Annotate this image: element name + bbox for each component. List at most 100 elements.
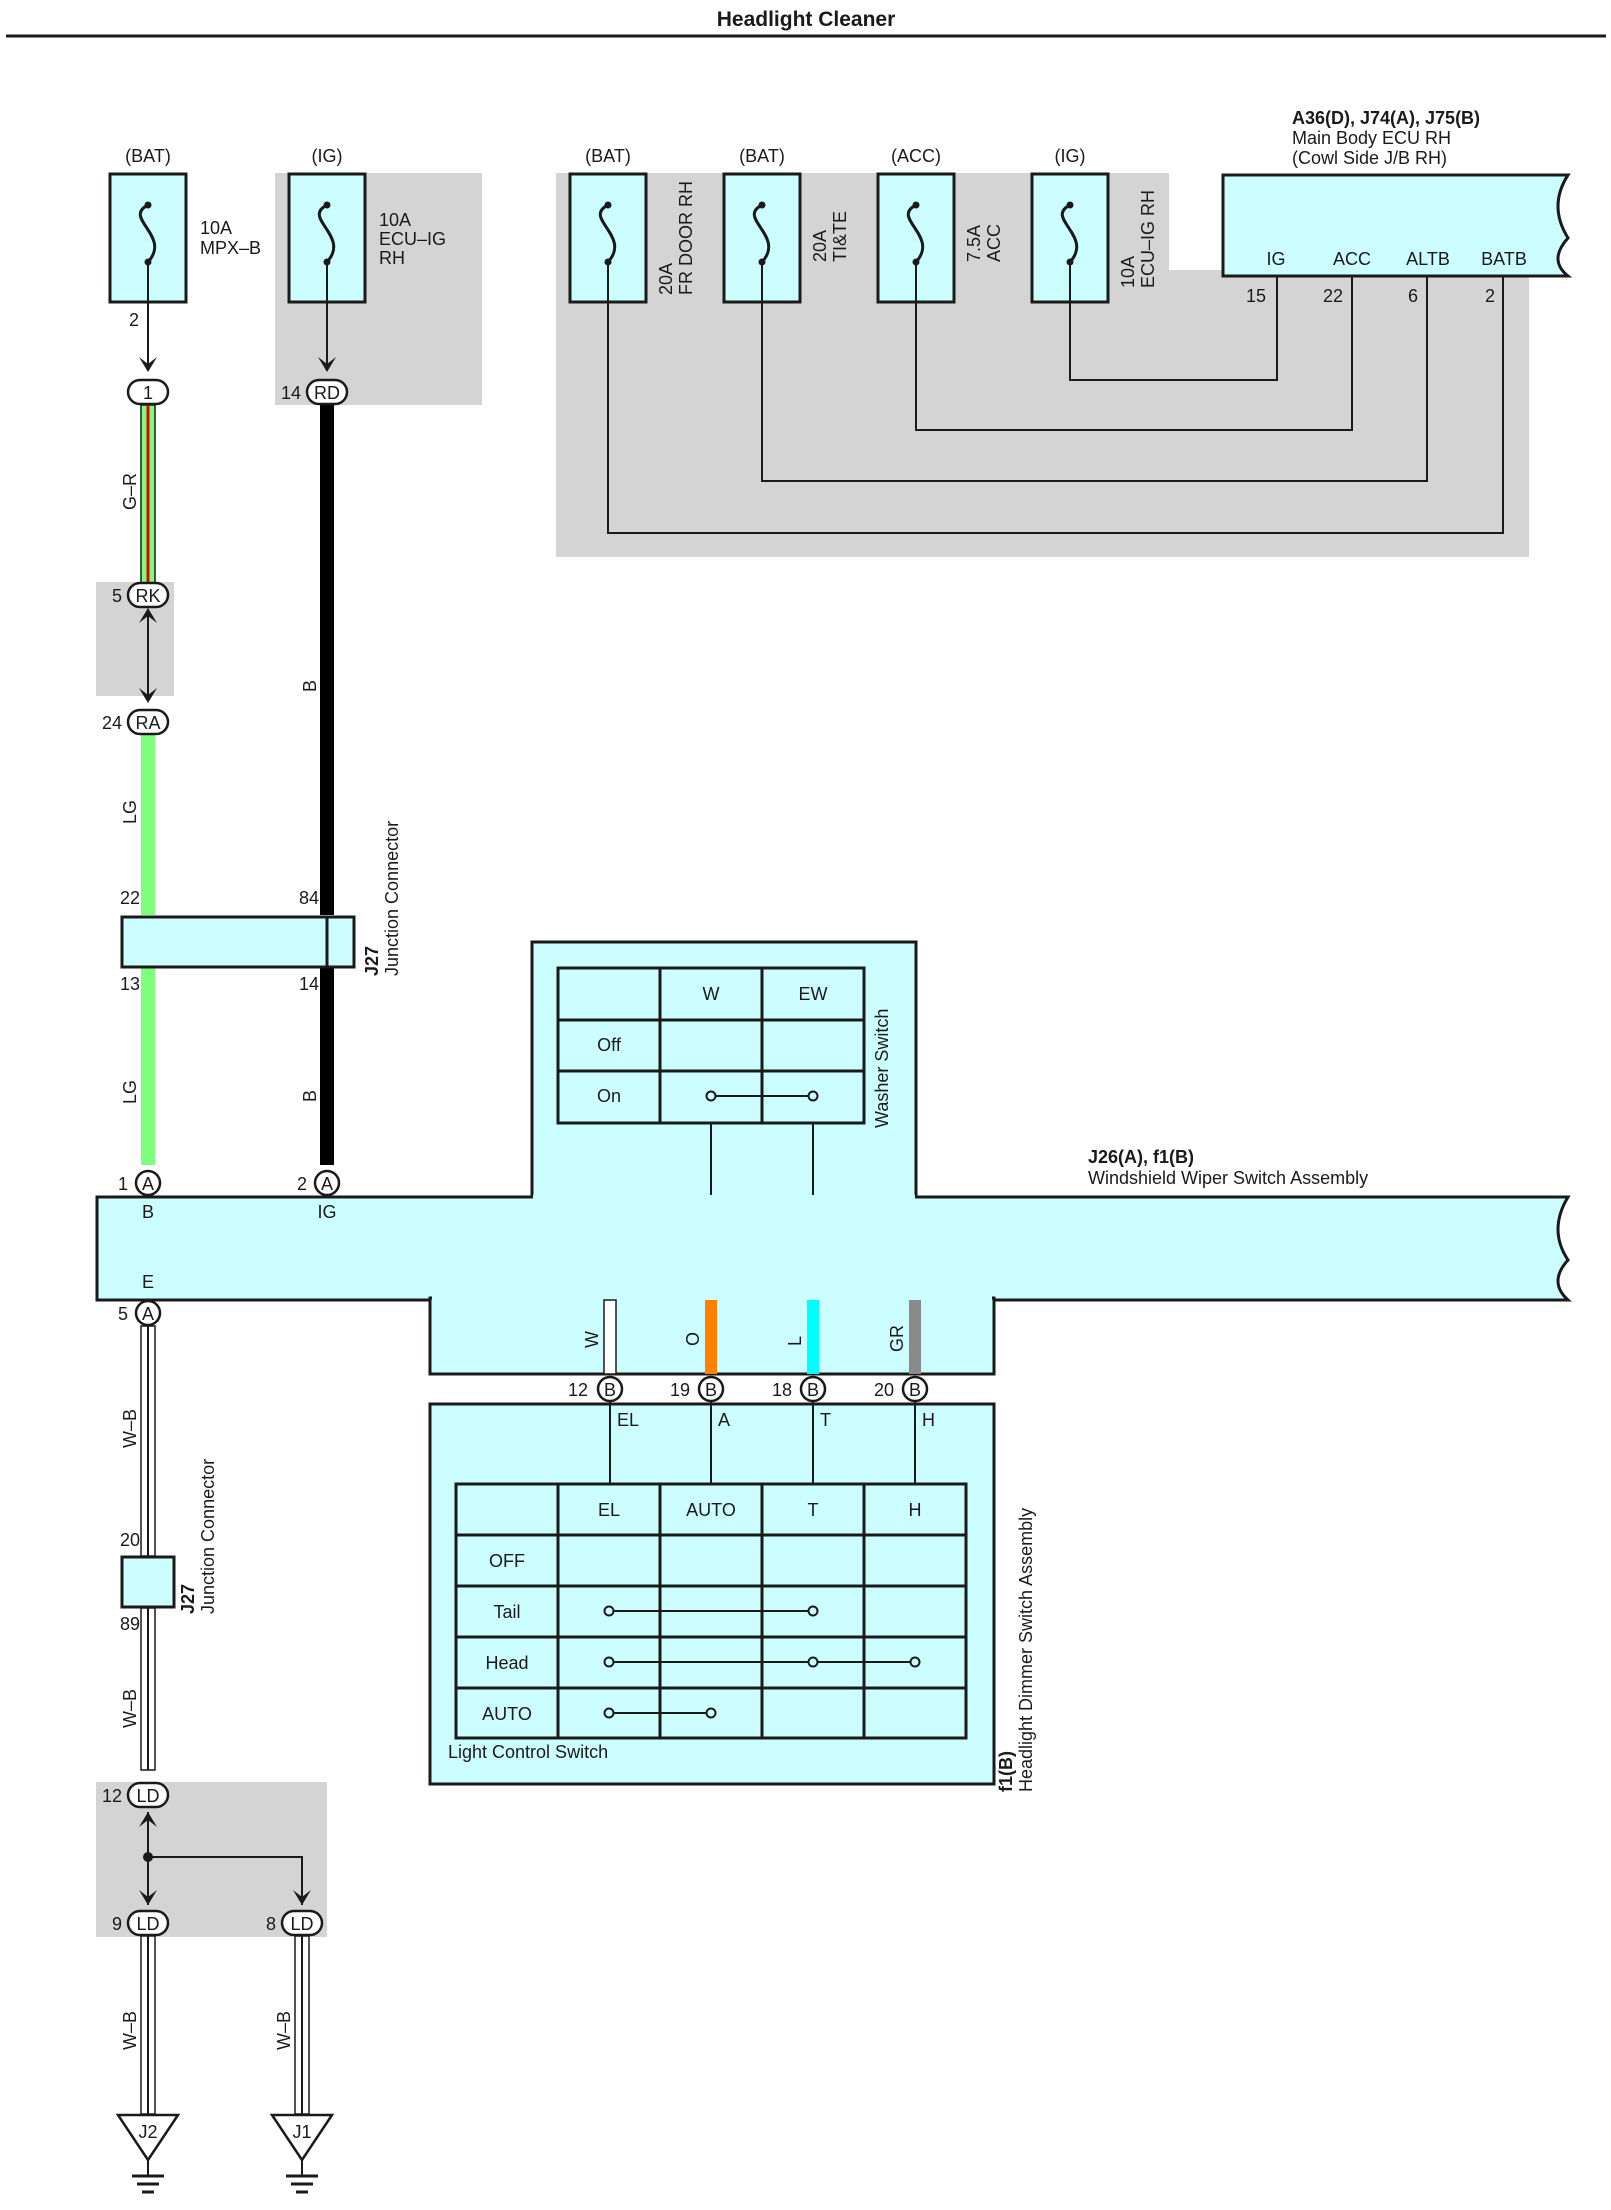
svg-text:B: B [604, 1380, 616, 1400]
ground-icon [269, 2113, 335, 2163]
fuse-source-label: (BAT) [739, 146, 785, 166]
svg-text:J2: J2 [138, 2122, 157, 2142]
svg-text:2: 2 [297, 1174, 307, 1194]
dimmer-terminal-h: H [922, 1410, 935, 1430]
svg-text:20: 20 [120, 1530, 140, 1550]
lcs-col-auto: AUTO [686, 1500, 736, 1520]
connector-1: 1 [126, 378, 170, 406]
light-control-switch: EL AUTO T H OFF Tail Head AUTO Light Con… [448, 1482, 968, 1762]
wire-b-upper [320, 405, 334, 915]
ecu-name: Main Body ECU RH [1292, 128, 1451, 148]
svg-text:9: 9 [112, 1914, 122, 1934]
fuse-source-label: (IG) [312, 146, 343, 166]
ecu-terminal-batb: BATB [1481, 249, 1527, 269]
svg-text:14: 14 [299, 974, 319, 994]
fuse-fr-door-rh: (BAT) 20A FR DOOR RH [568, 146, 696, 304]
wire-wb-ground-2 [294, 1935, 310, 2115]
fuse-rating: 20A [810, 230, 830, 262]
wire-label-lg-upper: LG [120, 800, 140, 824]
down-arrow-icon [318, 357, 336, 372]
fuse-source-label: (IG) [1055, 146, 1086, 166]
fuse-element-icon [598, 203, 617, 264]
wiper-ref: J26(A), f1(B) [1088, 1147, 1194, 1167]
svg-text:Junction Connector: Junction Connector [198, 1459, 218, 1614]
wire-label-wb-4: W–B [274, 2011, 294, 2050]
svg-text:A: A [142, 1174, 154, 1194]
dimmer-terminal-t: T [820, 1410, 831, 1430]
connector-ld9: 9 LD [112, 1909, 170, 1937]
wire-wb-middle [140, 1607, 156, 1771]
junction-connector-upper: 22 84 13 14 J27 Junction Connector [120, 821, 402, 994]
lcs-row-tail: Tail [493, 1602, 520, 1622]
ecu-terminal-ig: IG [1266, 249, 1285, 269]
ecu-ref: A36(D), J74(A), J75(B) [1292, 108, 1480, 128]
cowl-jb-area-lower [556, 270, 1529, 557]
wiper-terminal-b: B [142, 1202, 154, 1222]
svg-text:12: 12 [102, 1786, 122, 1806]
fuse-mpx-b: (BAT) 10A MPX–B 2 [108, 146, 261, 330]
wire-label-l: L [785, 1336, 805, 1346]
wire-o [705, 1300, 717, 1374]
ground-j1: J1 [269, 2113, 335, 2194]
svg-text:B: B [705, 1380, 717, 1400]
svg-text:18: 18 [772, 1380, 792, 1400]
fuse-rating: 20A [656, 263, 676, 295]
svg-text:19: 19 [670, 1380, 690, 1400]
svg-text:12: 12 [568, 1380, 588, 1400]
connector-ra: 24 RA [102, 708, 170, 736]
svg-text:LD: LD [136, 1914, 159, 1934]
connector-b12: 12 B [568, 1375, 624, 1403]
dimmer-name: Headlight Dimmer Switch Assembly [1016, 1508, 1036, 1792]
wire-lg-upper [141, 735, 155, 915]
fuse-rating: 7.5A [964, 225, 984, 262]
svg-text:14: 14 [281, 383, 301, 403]
connector-ld12: 12 LD [102, 1781, 170, 1809]
svg-text:RA: RA [135, 713, 160, 733]
diagram-title: Headlight Cleaner [717, 8, 896, 31]
fuse-name: ECU–IG RH [1138, 190, 1158, 288]
washer-row-on: On [597, 1086, 621, 1106]
wire-label-b-upper: B [300, 680, 320, 692]
svg-text:LD: LD [136, 1786, 159, 1806]
svg-text:24: 24 [102, 713, 122, 733]
down-arrow-icon [139, 688, 157, 703]
svg-text:LD: LD [290, 1914, 313, 1934]
lcs-row-off: OFF [489, 1551, 525, 1571]
wire-gr [909, 1300, 921, 1374]
ecu-terminal-altb: ALTB [1406, 249, 1450, 269]
ecu-fuse-wiring [607, 262, 1504, 534]
lcs-row-head: Head [485, 1653, 528, 1673]
lcs-col-el: EL [598, 1500, 620, 1520]
svg-text:A: A [321, 1174, 333, 1194]
svg-text:J1: J1 [292, 2122, 311, 2142]
lcs-col-h: H [909, 1500, 922, 1520]
svg-text:22: 22 [120, 888, 140, 908]
svg-text:5: 5 [118, 1304, 128, 1324]
wire-label-lg-lower: LG [120, 1080, 140, 1104]
fuse-name: ACC [984, 224, 1004, 262]
fuse-name: MPX–B [200, 238, 261, 258]
svg-text:1: 1 [118, 1174, 128, 1194]
fuse-name: FR DOOR RH [676, 181, 696, 295]
connector-a1: 1 A [118, 1169, 162, 1197]
wiper-terminal-ig: IG [317, 1202, 336, 1222]
ecu-pin-15: 15 [1246, 286, 1266, 306]
svg-text:J27: J27 [178, 1584, 198, 1614]
connector-b19: 19 B [670, 1375, 725, 1403]
lcs-title: Light Control Switch [448, 1742, 608, 1762]
svg-text:84: 84 [299, 888, 319, 908]
svg-text:5: 5 [112, 586, 122, 606]
fuse-pin: 2 [129, 310, 139, 330]
washer-row-off: Off [597, 1035, 622, 1055]
wire-w [603, 1299, 617, 1375]
lcs-row-auto: AUTO [482, 1704, 532, 1724]
svg-text:RK: RK [135, 586, 160, 606]
connector-rk: 5 RK [112, 581, 170, 609]
fuse-name: ECU–IG [379, 229, 446, 249]
wire-label-gr: GR [887, 1325, 907, 1352]
ground-icon [115, 2113, 181, 2163]
washer-col-ew: EW [799, 984, 828, 1004]
ecu-sub: (Cowl Side J/B RH) [1292, 148, 1447, 168]
ecu-pin-2: 2 [1485, 286, 1495, 306]
washer-switch-title: Washer Switch [872, 1009, 892, 1128]
